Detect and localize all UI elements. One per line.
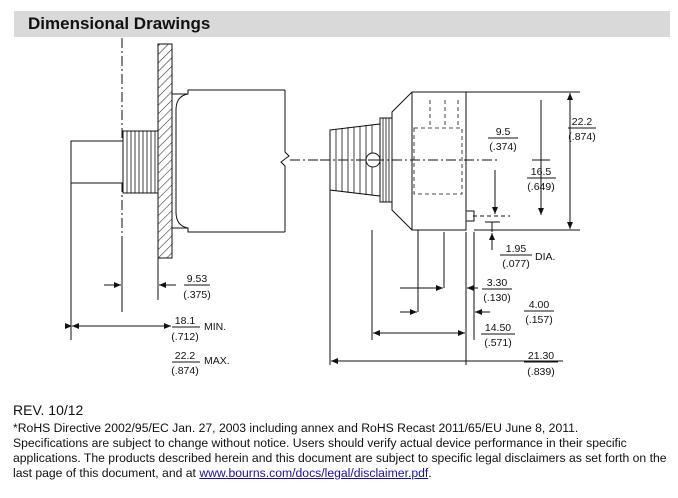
- side-view: [70, 38, 325, 340]
- spec-line-3-suffix: .: [428, 466, 432, 480]
- dim-1450-mm: 14.50: [485, 322, 511, 334]
- dim-body-in: (.874): [568, 131, 595, 143]
- dim-max-mm: 22.2: [175, 350, 196, 362]
- dim-min-in: (.712): [171, 331, 198, 343]
- dimensional-drawing: 9.53 (.375) 18.1 (.712) MIN. 22.2 (.874)…: [70, 38, 596, 378]
- dim-pin-mm: 1.95: [506, 243, 527, 255]
- dim-max-in: (.874): [171, 365, 198, 377]
- dim-pin-in: (.077): [502, 258, 529, 270]
- footer: REV. 10/12 *RoHS Directive 2002/95/EC Ja…: [13, 403, 673, 481]
- bushing: [122, 130, 159, 194]
- mounting-panel: [157, 43, 173, 259]
- dim-330-mm: 3.30: [487, 277, 508, 289]
- spec-line-3: last page of this document, and at www.b…: [13, 466, 673, 481]
- end-view: [320, 91, 580, 365]
- dim-min-label: MIN.: [204, 321, 226, 333]
- revision: REV. 10/12: [13, 402, 84, 418]
- dim-1450-in: (.571): [484, 337, 511, 349]
- dim-2130-in: (.839): [527, 366, 554, 378]
- dim-offset-mm: 16.5: [531, 166, 552, 178]
- dim-pin-label: DIA.: [535, 251, 555, 263]
- section-title: Dimensional Drawings: [28, 14, 211, 33]
- dim-shaft-mm: 9.53: [187, 273, 208, 285]
- housing-body: [172, 89, 285, 233]
- spec-line-2: applications. The products described her…: [13, 451, 667, 465]
- dim-330-in: (.130): [483, 292, 510, 304]
- dim-knob-in: (.374): [489, 141, 516, 153]
- spec-line-1: Specifications are subject to change wit…: [13, 436, 627, 450]
- dim-offset-in: (.649): [527, 181, 554, 193]
- dim-body-mm: 22.2: [572, 116, 593, 128]
- rohs-note: *RoHS Directive 2002/95/EC Jan. 27, 2003…: [13, 421, 579, 435]
- dim-min-mm: 18.1: [175, 315, 196, 327]
- section-header: Dimensional Drawings: [14, 11, 670, 37]
- dim-2130-mm: 21.30: [528, 350, 554, 362]
- disclaimer-link[interactable]: www.bourns.com/docs/legal/disclaimer.pdf: [199, 466, 429, 480]
- dim-400-mm: 4.00: [529, 299, 550, 311]
- pin: [465, 210, 475, 222]
- dim-shaft-in: (.375): [183, 289, 210, 301]
- spec-line-3-prefix: last page of this document, and at: [13, 466, 200, 480]
- dim-max-label: MAX.: [204, 355, 230, 367]
- housing: [391, 91, 467, 231]
- dim-400-in: (.157): [525, 314, 552, 326]
- dim-knob-mm: 9.5: [496, 126, 511, 138]
- shaft: [70, 140, 124, 184]
